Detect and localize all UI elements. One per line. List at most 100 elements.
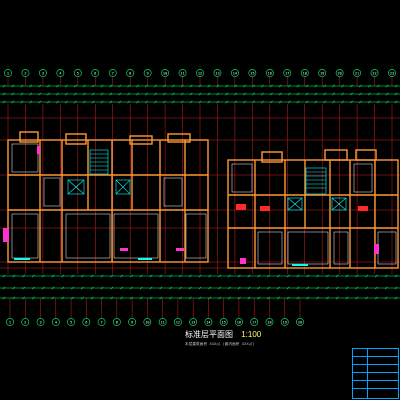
building-left-interior: [11, 143, 207, 259]
title-block: [352, 348, 399, 399]
axis-bubble-label: 21: [355, 71, 359, 75]
axis-bubble-label: 12: [198, 71, 202, 75]
axis-bubble: 5: [67, 298, 75, 326]
axis-bubble: 4: [51, 298, 60, 326]
axis-bubble-label: 15: [250, 71, 254, 75]
axis-bubble-label: 22: [372, 71, 376, 75]
axis-bubble-label: 10: [145, 320, 149, 324]
axis-bubble: 16: [235, 298, 243, 326]
drawing-title: 标准层平面图: [185, 330, 233, 339]
axis-bubble-label: 13: [215, 71, 219, 75]
axis-bubble: 10: [161, 69, 169, 86]
axis-bubble: 7: [108, 69, 117, 86]
axis-bubble: 14: [204, 298, 213, 326]
axis-bubble: 4: [56, 69, 65, 86]
axis-bubble-label: 6: [85, 320, 87, 324]
axis-bubble: 6: [91, 69, 100, 86]
axis-bubble: 18: [300, 69, 309, 86]
axis-bubble-label: 4: [59, 71, 61, 75]
axis-bubble-label: 12: [176, 320, 180, 324]
drawing-scale: 1:100: [241, 330, 262, 339]
axis-bubble: 19: [318, 69, 327, 86]
axis-bubble-label: 16: [237, 320, 241, 324]
axis-bubble: 9: [128, 298, 137, 326]
axis-bubble: 19: [280, 298, 289, 326]
axis-bubble-label: 13: [191, 320, 195, 324]
building-right-interior: [231, 163, 397, 265]
axis-bubble-label: 6: [94, 71, 96, 75]
axis-bubble-label: 18: [267, 320, 271, 324]
axis-bubble: 14: [231, 69, 239, 86]
building-right-wing: [227, 149, 399, 269]
axis-bubble-label: 3: [39, 320, 41, 324]
axis-bubble-label: 2: [24, 320, 26, 324]
axis-bubble-label: 11: [180, 71, 184, 75]
axis-bubble: 17: [250, 298, 259, 326]
axis-bubble: 20: [335, 69, 344, 86]
axis-bubble-label: 18: [303, 71, 307, 75]
axis-bubble-label: 8: [116, 320, 118, 324]
axis-bubble-label: 5: [77, 71, 79, 75]
axis-bubble-label: 1: [9, 320, 11, 324]
bottom-dimension-ticks: [2, 274, 398, 300]
axis-bubble-label: 8: [129, 71, 131, 75]
axis-bubble-label: 1: [7, 71, 9, 75]
axis-bubble: 13: [213, 69, 222, 86]
window-door-marks: [3, 146, 379, 266]
axis-bubble-label: 17: [252, 320, 256, 324]
top-dimension-ticks: [2, 84, 398, 104]
axis-bubble-label: 9: [147, 71, 149, 75]
axis-bubble: 15: [248, 69, 257, 86]
drawing-subcaption: 本层建筑面积 XXX㎡ (套内面积 XXX㎡): [185, 342, 255, 346]
axis-bubble-label: 23: [390, 71, 394, 75]
axis-bubble: 12: [196, 69, 204, 86]
axis-bubble: 20: [296, 298, 304, 326]
axis-bubble: 8: [112, 298, 121, 326]
axis-bubble: 11: [178, 69, 187, 86]
building-left-wing: [7, 131, 209, 263]
stair-cores-right: [287, 167, 347, 211]
axis-bubble-label: 20: [298, 320, 302, 324]
axis-bubble: 8: [126, 69, 135, 86]
axis-bubble-label: 4: [55, 320, 57, 324]
axis-bubble: 22: [370, 69, 379, 86]
axis-bubble: 5: [73, 69, 82, 86]
axis-bubble: 3: [36, 298, 45, 326]
axis-bubble: 12: [173, 298, 182, 326]
axis-bubble: 18: [265, 298, 274, 326]
axis-bubble-label: 7: [100, 320, 102, 324]
axis-bubble: 13: [189, 298, 198, 326]
axis-bubble-label: 19: [283, 320, 287, 324]
axis-bubble: 6: [82, 298, 91, 326]
axis-bubble-label: 14: [206, 320, 210, 324]
axis-bubble-label: 17: [285, 71, 289, 75]
axis-bubble-label: 9: [131, 320, 133, 324]
axis-bubble: 9: [143, 69, 152, 86]
axis-bubble-label: 16: [268, 71, 272, 75]
axis-bubble: 1: [4, 69, 12, 86]
axis-bubble-label: 20: [337, 71, 341, 75]
stair-cores-left: [67, 149, 131, 195]
axis-bubble: 1: [6, 298, 14, 326]
axis-bubble: 17: [283, 69, 292, 86]
bottom-dimension-lines: [0, 275, 400, 299]
axis-bubble: 16: [265, 69, 274, 86]
axis-bubble-label: 14: [233, 71, 237, 75]
axis-bubble: 2: [21, 298, 30, 326]
axis-bubble: 7: [97, 298, 106, 326]
axis-bubble: 11: [158, 298, 167, 326]
axis-bubble-label: 3: [42, 71, 44, 75]
axis-bubble-label: 15: [222, 320, 226, 324]
axis-bubble-label: 7: [112, 71, 114, 75]
axis-bubble: 23: [388, 69, 396, 86]
axis-bubble: 21: [353, 69, 361, 86]
axis-bubble-label: 10: [163, 71, 167, 75]
axis-bubble-label: 2: [24, 71, 26, 75]
axis-bubble: 3: [39, 69, 47, 86]
axis-bubble: 10: [143, 298, 152, 326]
axis-bubble-label: 19: [320, 71, 324, 75]
drawing-caption: 标准层平面图 1:100: [185, 330, 261, 339]
